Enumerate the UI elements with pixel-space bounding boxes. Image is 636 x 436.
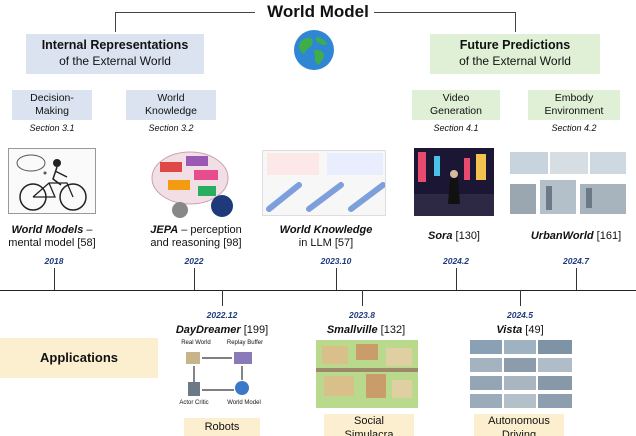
caption-world-knowledge: World Knowledge in LLM [57] [266,224,386,250]
tick-2024-7 [576,268,577,290]
name-world-knowledge: World Knowledge [279,224,373,236]
caption-world-models: World Models – mental model [58] [0,224,104,250]
name-daydreamer: DayDreamer [175,324,241,336]
name-jepa: JEPA [150,224,179,236]
name-urbanworld: UrbanWorld [530,230,594,242]
smallville-image [316,340,418,408]
globe-icon [294,30,334,70]
right-header-line2: of the External World [459,54,571,68]
year-2023-10: 2023.10 [320,256,352,266]
dd-real-world: Real World [181,340,211,346]
cyclist-sketch-icon [8,148,96,214]
daydreamer-diagram: Real World Replay Buffer Actor Critic Wo… [172,338,272,410]
world-knowledge-map [262,150,386,216]
bracket-drop-right [515,12,516,32]
sora-image [414,148,494,216]
title-bracket-right [374,12,516,13]
timeline-axis [0,290,636,291]
dd-actor-critic: Actor Critic [179,400,209,406]
page-title: World Model [267,2,369,21]
tick-2024-2 [456,268,457,290]
caption-daydreamer: DayDreamer [199] [160,324,284,337]
year-2024-7: 2024.7 [563,256,589,266]
label-social-simulacra: Social Simulacra [324,414,414,436]
year-2022-12: 2022.12 [206,310,238,320]
label-robots: Robots [184,418,260,436]
category-decision-making: Decision- Making [12,90,92,120]
right-header-line1: Future Predictions [459,38,571,52]
ref-jepa: – perception and reasoning [98] [150,224,242,249]
name-vista: Vista [496,324,523,336]
dd-replay-buffer: Replay Buffer [226,340,264,346]
tick-2024-5 [520,290,521,306]
tick-2022-12 [222,290,223,306]
category-world-knowledge: World Knowledge [126,90,216,120]
left-header-line2: of the External World [59,54,171,68]
section-4-1: Section 4.1 [433,123,479,133]
title-bracket-left [115,12,255,13]
caption-jepa: JEPA – perception and reasoning [98] [136,224,256,250]
section-4-2: Section 4.2 [551,123,597,133]
year-2024-5: 2024.5 [507,310,533,320]
vista-image [470,340,572,408]
ref-sora: [130] [452,230,480,242]
year-2023-8: 2023.8 [349,310,375,320]
urbanworld-image [510,150,626,216]
name-sora: Sora [428,230,453,242]
bracket-drop-left [115,12,116,32]
name-smallville: Smallville [326,324,378,336]
category-video-generation: Video Generation [412,90,500,120]
year-2018: 2018 [44,256,64,266]
future-predictions-header: Future Predictions of the External World [430,34,600,74]
tick-2022 [194,268,195,290]
dd-world-model: World Model [227,400,261,406]
year-2022: 2022 [184,256,204,266]
caption-sora: Sora [130] [414,230,494,243]
ref-world-knowledge: in LLM [57] [298,237,354,249]
tick-2018 [54,268,55,290]
tick-2023-8 [362,290,363,306]
caption-urbanworld: UrbanWorld [161] [520,230,632,243]
ref-urbanworld: [161] [593,230,622,242]
section-3-1: Section 3.1 [29,123,75,133]
category-embody-environment: Embody Environment [528,90,620,120]
ref-smallville: [132] [377,324,406,336]
brain-diagram-icon [150,150,242,220]
applications-label: Applications [0,338,158,378]
year-2024-2: 2024.2 [443,256,469,266]
ref-world-models: – mental model [58] [8,224,96,249]
caption-smallville: Smallville [132] [314,324,418,337]
label-autonomous-driving: Autonomous Driving [474,414,564,436]
left-header-line1: Internal Representations [41,38,189,52]
ref-vista: [49] [522,324,544,336]
internal-representations-header: Internal Representations of the External… [26,34,204,74]
name-world-models: World Models [11,224,84,236]
ref-daydreamer: [199] [240,324,269,336]
section-3-2: Section 3.2 [148,123,194,133]
tick-2023-10 [336,268,337,290]
caption-vista: Vista [49] [472,324,568,337]
